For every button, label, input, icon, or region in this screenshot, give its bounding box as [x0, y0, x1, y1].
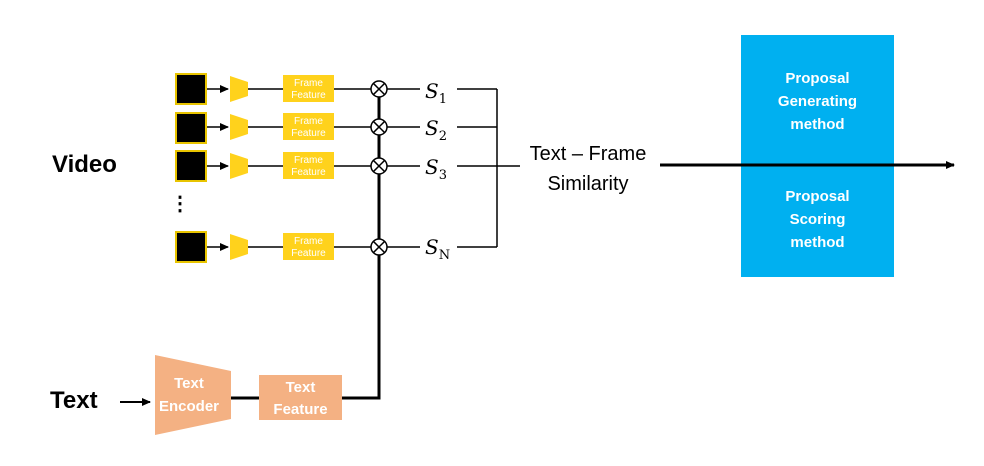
similarity-label-a: Text – Frame — [530, 143, 647, 165]
video-frame-2 — [175, 112, 207, 144]
frame-feature-n-label-b: Feature — [291, 248, 326, 259]
text-feature-label-a: Text — [286, 379, 316, 396]
frame-row-1: Frame Feature — [175, 73, 371, 105]
frame-feature-1 — [283, 75, 334, 102]
text-feature — [259, 375, 342, 420]
text-encoder-label-b: Encoder — [159, 398, 219, 415]
multiply-node-3 — [370, 157, 388, 175]
multiply-node-1 — [370, 80, 388, 98]
score-1-sub: 1 — [439, 92, 447, 107]
similarity-label-b: Similarity — [547, 173, 628, 195]
score-n-base: S — [425, 235, 439, 259]
ellipsis: ⋮ — [170, 193, 190, 215]
frame-encoder-1 — [230, 76, 248, 102]
frame-feature-3-label-b: Feature — [291, 167, 326, 178]
video-frame-n — [175, 231, 207, 263]
frame-row-2: Frame Feature — [175, 112, 371, 144]
frame-encoder-3 — [230, 153, 248, 179]
video-frame-3 — [175, 150, 207, 182]
frame-feature-n-label-a: Frame — [294, 236, 323, 247]
text-label: Text — [50, 387, 98, 414]
frame-feature-3 — [283, 152, 334, 179]
score-label-1: S1 — [425, 79, 447, 107]
score-n-sub: N — [439, 248, 450, 263]
text-feature-label-b: Feature — [273, 401, 327, 418]
frame-encoder-n — [230, 234, 248, 260]
multiply-node-n — [370, 238, 388, 256]
score-label-n: SN — [425, 235, 450, 263]
frame-row-3: Frame Feature — [175, 150, 371, 182]
multiply-node-2 — [370, 118, 388, 136]
proposal-scoring-label-b: Scoring — [790, 211, 846, 228]
frame-encoder-2 — [230, 114, 248, 140]
proposal-generating-label-c: method — [790, 116, 844, 133]
frame-feature-3-label-a: Frame — [294, 155, 323, 166]
score-3-base: S — [425, 155, 439, 179]
proposal-box — [741, 35, 894, 277]
text-encoder — [155, 355, 231, 435]
proposal-generating-label-a: Proposal — [785, 70, 849, 87]
proposal-scoring-label-a: Proposal — [785, 188, 849, 205]
score-1-base: S — [425, 79, 439, 103]
score-2-base: S — [425, 116, 439, 140]
text-encoder-label-a: Text — [174, 375, 204, 392]
video-label: Video — [52, 151, 117, 178]
score-label-3: S3 — [425, 155, 447, 183]
frame-feature-1-label-b: Feature — [291, 90, 326, 101]
score-2-sub: 2 — [439, 129, 447, 144]
frame-feature-2-label-b: Feature — [291, 128, 326, 139]
frame-row-n: Frame Feature — [175, 231, 371, 263]
frame-feature-1-label-a: Frame — [294, 78, 323, 89]
video-frame-1 — [175, 73, 207, 105]
proposal-generating-label-b: Generating — [778, 93, 857, 110]
score-label-2: S2 — [425, 116, 447, 144]
score-3-sub: 3 — [439, 168, 447, 183]
frame-feature-2 — [283, 113, 334, 140]
frame-feature-2-label-a: Frame — [294, 116, 323, 127]
proposal-scoring-label-c: method — [790, 234, 844, 251]
frame-feature-n — [283, 233, 334, 260]
